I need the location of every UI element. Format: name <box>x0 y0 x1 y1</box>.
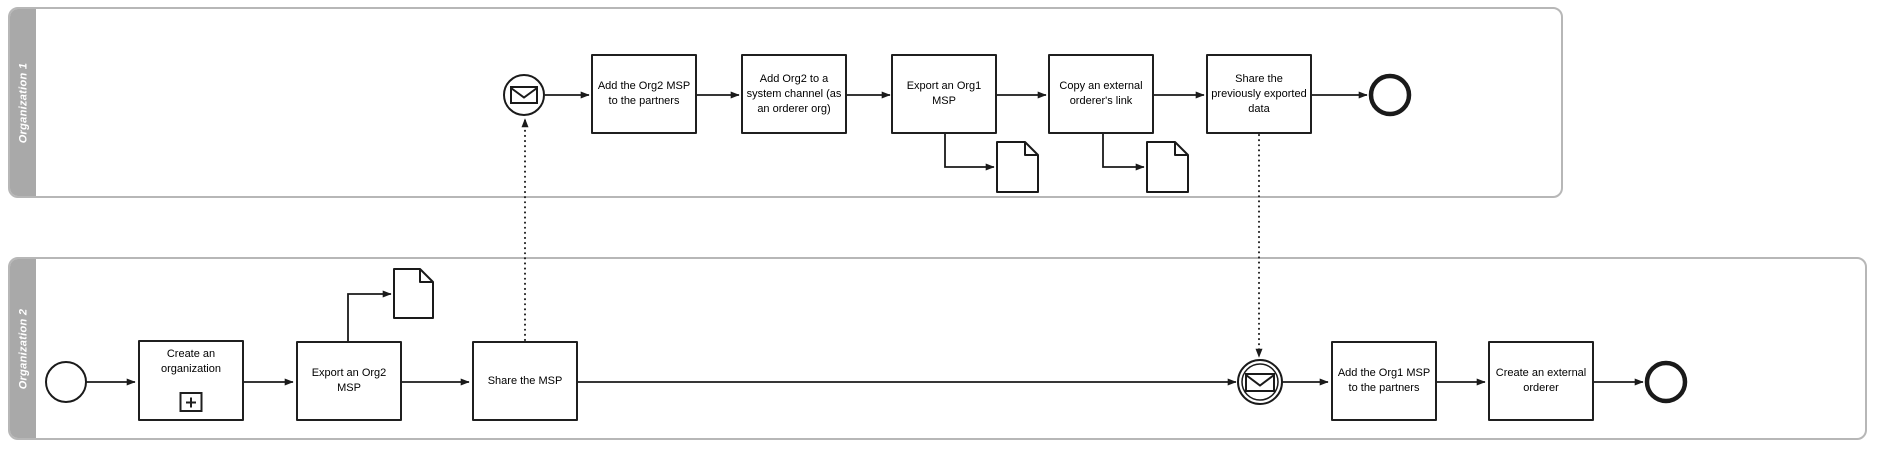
task-copy-external-orderer-link: Copy an external orderer's link <box>1048 54 1154 134</box>
subprocess-plus-icon <box>179 392 203 412</box>
task-label: Add the Org2 MSP to the partners <box>597 80 691 107</box>
message-catch-event <box>1237 359 1283 405</box>
task-label: Create an external orderer <box>1495 367 1587 394</box>
task-label: Create an organization <box>161 348 221 375</box>
document-icon <box>996 141 1039 193</box>
document-icon <box>1146 141 1189 193</box>
message-icon <box>1245 373 1275 392</box>
data-association <box>944 134 995 171</box>
task-share-the-msp: Share the MSP <box>472 341 578 421</box>
document-icon <box>393 268 434 319</box>
end-event-organization-2 <box>1644 360 1688 404</box>
task-share-previously-exported-data: Share the previously exported data <box>1206 54 1312 134</box>
task-label: Add Org2 to a system channel (as an orde… <box>746 72 842 115</box>
task-add-org1-msp-to-partners: Add the Org1 MSP to the partners <box>1331 341 1437 421</box>
message-icon <box>510 86 538 104</box>
task-label: Share the MSP <box>487 374 563 387</box>
data-association <box>347 290 392 341</box>
task-export-org2-msp: Export an Org2 MSP <box>296 341 402 421</box>
task-add-org2-msp-to-partners: Add the Org2 MSP to the partners <box>591 54 697 134</box>
task-create-an-organization: Create an organization <box>138 340 244 421</box>
data-association <box>1102 134 1145 171</box>
task-label: Export an Org1 MSP <box>906 80 982 107</box>
task-create-external-orderer: Create an external orderer <box>1488 341 1594 421</box>
task-label: Copy an external orderer's link <box>1059 80 1143 107</box>
task-add-org2-to-system-channel: Add Org2 to a system channel (as an orde… <box>741 54 847 134</box>
start-event-organization-2 <box>45 361 87 403</box>
lane-band-organization-2: Organization 2 <box>10 259 36 438</box>
message-start-event <box>503 74 545 116</box>
lane-band-organization-1: Organization 1 <box>10 9 36 196</box>
task-label: Add the Org1 MSP to the partners <box>1337 367 1431 394</box>
task-label: Export an Org2 MSP <box>311 367 387 394</box>
task-export-org1-msp: Export an Org1 MSP <box>891 54 997 134</box>
task-label: Share the previously exported data <box>1211 72 1307 115</box>
end-event-organization-1 <box>1368 73 1412 117</box>
